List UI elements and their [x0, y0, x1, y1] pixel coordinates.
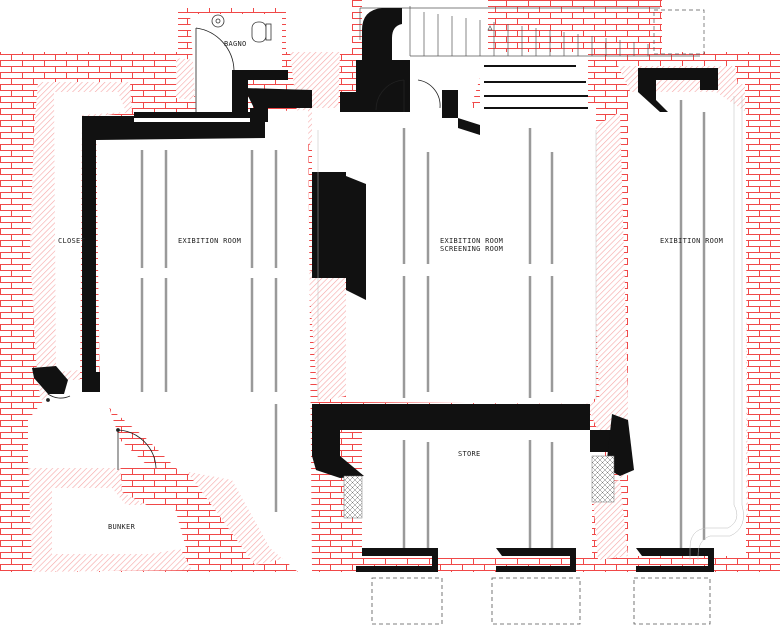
label-closet: CLOSET: [58, 237, 86, 245]
light-well-outlines: [371, 577, 711, 625]
bathroom-fixtures: [211, 14, 272, 43]
panel-outlines: [317, 96, 744, 560]
label-store: STORE: [458, 450, 481, 458]
room-labels: BAGNO CLOSET EXIBITION ROOM EXIBITION RO…: [58, 40, 723, 531]
corridor-void: [28, 380, 150, 468]
store-void: [362, 430, 592, 558]
closet-void: [54, 92, 126, 372]
label-exhibition-right: EXIBITION ROOM: [660, 237, 723, 245]
store-mesh-right: [591, 455, 615, 503]
label-exhibition-center: EXIBITION ROOM: [440, 237, 503, 245]
top-staircase: [359, 6, 705, 57]
label-exhibition-left: EXIBITION ROOM: [178, 237, 241, 245]
center-void: [312, 108, 346, 175]
exhibition-left-void: [96, 110, 312, 572]
label-screening-room: SCREENING ROOM: [440, 245, 503, 253]
bunker-void: [52, 488, 186, 554]
store-mesh-left: [343, 475, 363, 519]
display-panels: [140, 100, 706, 548]
exhibition-center-void: [346, 108, 596, 404]
label-bagno: BAGNO: [224, 40, 247, 48]
interior-steps: [484, 65, 588, 109]
exhibition-right-void: [628, 92, 746, 556]
toilet: [251, 21, 267, 43]
label-bunker: BUNKER: [108, 523, 136, 531]
stair-void: [480, 52, 588, 128]
doors: [46, 27, 441, 470]
